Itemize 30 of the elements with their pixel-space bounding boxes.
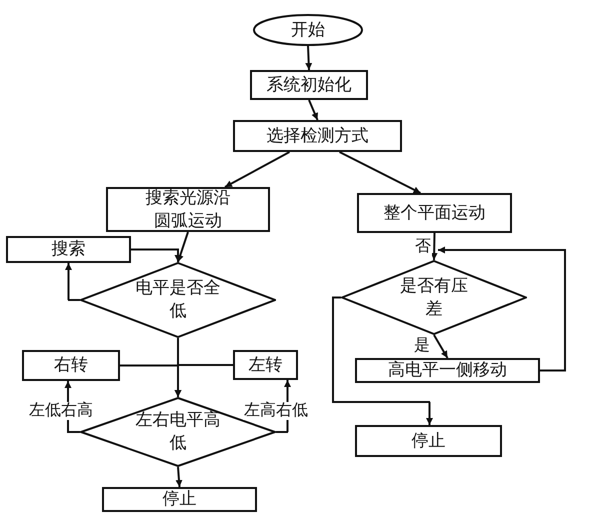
process-box: 选择检测方式 bbox=[233, 120, 402, 152]
arrow bbox=[308, 100, 318, 120]
arrow bbox=[131, 248, 182, 262]
arrow bbox=[332, 296, 433, 425]
arrow bbox=[174, 364, 233, 397]
process-box: 搜索 bbox=[6, 236, 131, 263]
process-box: 搜索光源沿圆弧运动 bbox=[106, 187, 270, 232]
edge-label: 是 bbox=[413, 337, 431, 355]
edge-label: 否 bbox=[414, 238, 432, 256]
arrow bbox=[339, 151, 421, 194]
arrow bbox=[433, 334, 448, 358]
process-box: 左转 bbox=[233, 350, 298, 380]
arrow bbox=[305, 46, 312, 70]
edge-label: 左高右低 bbox=[243, 402, 309, 420]
process-box: 停止 bbox=[102, 487, 257, 512]
arrow bbox=[224, 151, 290, 188]
decision-diamond: 是否有压差 bbox=[341, 260, 527, 335]
process-box: 系统初始化 bbox=[250, 70, 368, 100]
arrow bbox=[175, 466, 182, 488]
arrow bbox=[438, 246, 566, 372]
decision-diamond: 电平是否全低 bbox=[80, 262, 276, 338]
arrow bbox=[430, 232, 438, 260]
process-box: 整个平面运动 bbox=[357, 193, 512, 233]
arrow bbox=[65, 263, 80, 301]
arrow bbox=[176, 232, 189, 262]
start-ellipse: 开始 bbox=[253, 14, 363, 46]
process-box: 高电平一侧移动 bbox=[355, 358, 540, 383]
process-box: 停止 bbox=[355, 425, 502, 457]
edge-label: 左低右高 bbox=[28, 402, 94, 420]
process-box: 右转 bbox=[22, 350, 120, 381]
